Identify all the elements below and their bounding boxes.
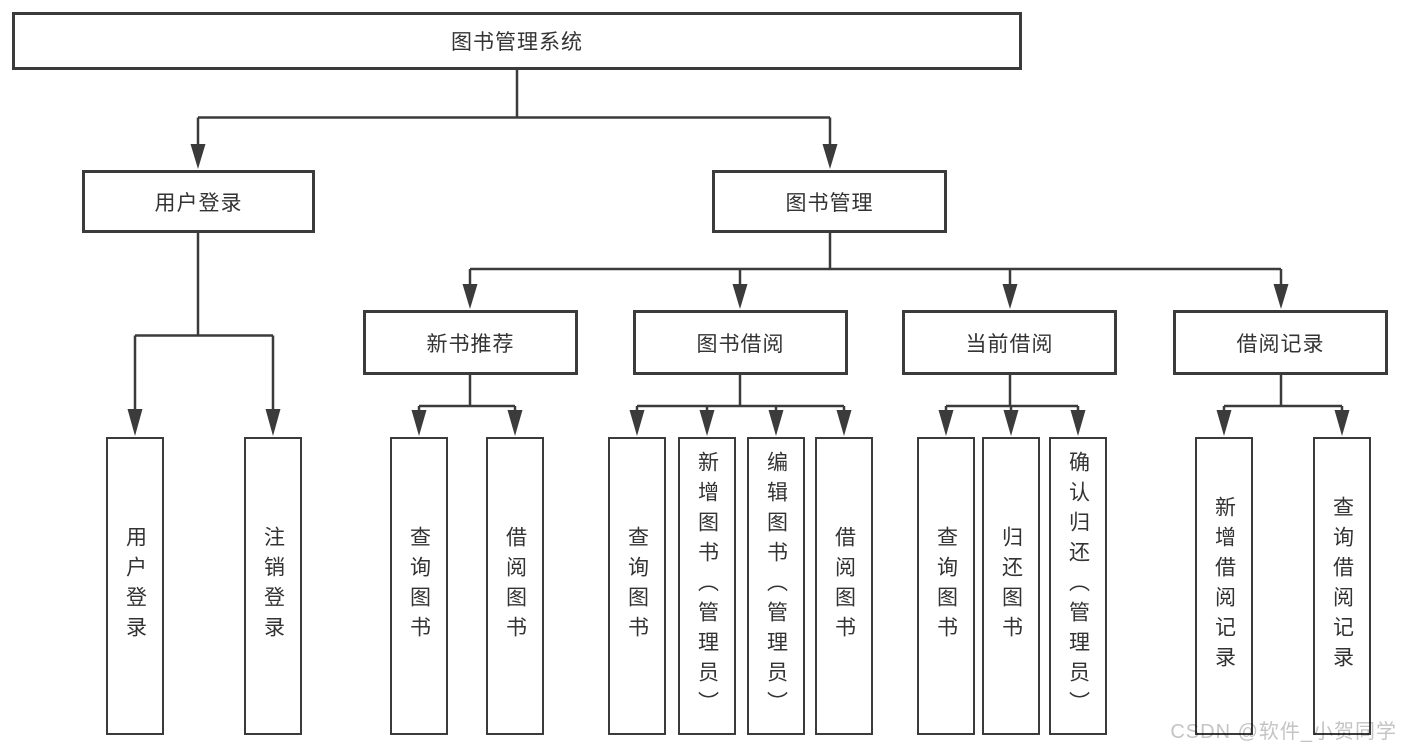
leaf-borrowing-borrow-books: 借阅图书 [815,437,873,735]
leaf-current-query-books: 查询图书 [917,437,975,735]
leaf-borrowing-query-books: 查询图书 [608,437,666,735]
node-label: 查询图书 [407,526,431,646]
node-label: 图书借阅 [696,332,785,356]
node-label: 注销登录 [261,526,285,646]
node-label: 用户登录 [123,526,147,646]
node-label: 新书推荐 [426,332,515,356]
node-user-login: 用户登录 [82,170,315,233]
node-label: 图书管理 [785,191,874,215]
leaf-newbooks-borrow-books: 借阅图书 [486,437,544,735]
node-current-borrowing: 当前借阅 [902,310,1117,375]
node-label: 借阅记录 [1236,332,1325,356]
node-label: 归还图书 [999,526,1023,646]
csdn-watermark: CSDN @软件_小贺同学 [1170,721,1397,743]
node-new-book-recommendation: 新书推荐 [363,310,578,375]
node-label: 查询借阅记录 [1330,496,1354,676]
node-book-management: 图书管理 [712,170,947,233]
node-label: 查询图书 [934,526,958,646]
node-label: 编辑图书（管理员） [764,451,788,721]
leaf-user-login: 用户登录 [106,437,164,735]
node-label: 借阅图书 [503,526,527,646]
leaf-current-confirm-return-admin: 确认归还（管理员） [1049,437,1107,735]
node-label: 当前借阅 [965,332,1054,356]
node-label: 用户登录 [154,191,243,215]
leaf-newbooks-query-books: 查询图书 [390,437,448,735]
node-label: 借阅图书 [832,526,856,646]
node-label: 查询图书 [625,526,649,646]
leaf-current-return-books: 归还图书 [982,437,1040,735]
leaf-borrowing-add-books-admin: 新增图书（管理员） [678,437,736,735]
node-label: 新增图书（管理员） [695,451,719,721]
leaf-borrowing-edit-books-admin: 编辑图书（管理员） [747,437,805,735]
node-borrowing-records: 借阅记录 [1173,310,1388,375]
leaf-user-logout: 注销登录 [244,437,302,735]
node-label: 确认归还（管理员） [1066,451,1090,721]
node-label: 图书管理系统 [451,31,583,54]
node-label: 新增借阅记录 [1212,496,1236,676]
node-root-library-system: 图书管理系统 [12,12,1022,70]
node-book-borrowing: 图书借阅 [633,310,848,375]
leaf-records-query-record: 查询借阅记录 [1313,437,1371,735]
leaf-records-add-record: 新增借阅记录 [1195,437,1253,735]
